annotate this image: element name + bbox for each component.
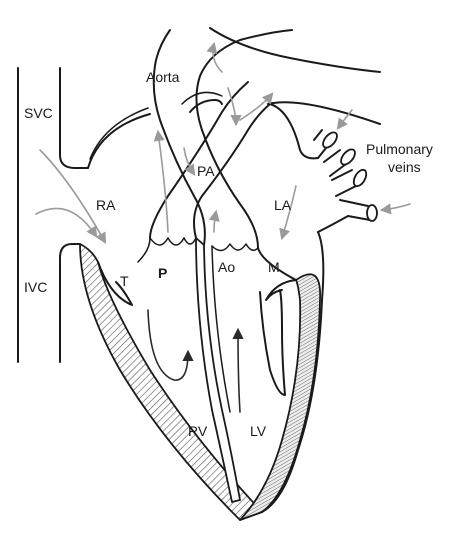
diagram-labels: SVC IVC RA LA RV LV Aorta PA Ao T P M Pu…: [24, 69, 433, 439]
left-atrium: [257, 103, 349, 281]
flow-arrow-pa-left: [153, 129, 169, 233]
mitral-valve: [265, 279, 297, 301]
great-vessel-upper: [209, 27, 381, 73]
pv-3-lower: [335, 185, 357, 197]
aorta-left-wall: [152, 29, 206, 246]
label-lv: LV: [250, 423, 267, 439]
pv-1-lower: [317, 147, 327, 159]
aortic-valve: [211, 243, 259, 252]
label-rv: RV: [188, 423, 208, 439]
aorta-right-wall: [195, 29, 293, 249]
aorta: [152, 29, 293, 252]
label-mitral: M: [268, 259, 280, 275]
pv-1-opening: [322, 131, 338, 149]
pa-right-wall: [193, 103, 271, 239]
flow-arrow-la: [279, 185, 297, 241]
flow-arrow-lv: [232, 327, 244, 413]
la-roof: [269, 103, 319, 160]
flow-arrow-rv: [147, 309, 194, 381]
pv-2-upper: [323, 149, 341, 163]
ra-roof: [87, 113, 151, 169]
pulmonary-artery: [149, 81, 271, 246]
label-pulmonary-veins-line1: Pulmonary: [366, 141, 433, 157]
label-ao: Ao: [218, 259, 235, 275]
pv-2-opening: [340, 148, 356, 166]
label-pulmonary-veins-line2: veins: [388, 159, 421, 175]
flow-arrow-aorta-right: [239, 92, 274, 121]
svc-inner-wall: [59, 67, 89, 169]
right-atrium: [87, 107, 151, 169]
label-aorta: Aorta: [146, 69, 180, 85]
pa-left-wall: [149, 81, 249, 239]
pv-4-lower: [347, 215, 371, 221]
great-vessel-lower: [267, 101, 381, 125]
flow-arrow-ao-root: [208, 209, 220, 233]
flow-arrow-pv-4: [379, 203, 411, 215]
pv-2-lower: [329, 163, 347, 177]
vena-cava: [17, 67, 89, 363]
pulmonary-veins: [313, 129, 378, 222]
flow-arrow-pv-1: [336, 109, 353, 130]
flow-arrow-aorta-up: [206, 41, 223, 73]
flow-arrow-svc: [39, 149, 107, 244]
la-floor: [257, 247, 297, 281]
label-la: LA: [274, 197, 292, 213]
lv-inner-wall: [259, 289, 286, 396]
flow-arrow-pa-right: [227, 87, 242, 127]
rv-inner-line: [137, 237, 151, 263]
label-tricuspid: T: [120, 273, 129, 289]
pv-1-upper: [313, 129, 323, 141]
la-lower-edge: [317, 215, 349, 233]
interventricular-septum: [195, 237, 241, 503]
aorta-arch-inner: [189, 99, 223, 113]
pv-4-upper: [339, 199, 369, 207]
flow-arrow-pa-center: [183, 147, 196, 176]
tricuspid-valve: [97, 261, 133, 306]
pv-3-opening: [352, 168, 368, 188]
pv-4-opening: [366, 204, 378, 222]
flow-arrow-ivc: [35, 207, 98, 238]
pv-3-upper: [331, 169, 353, 181]
lv-outer-edge: [261, 231, 325, 513]
aorta-arch-inner-2: [181, 91, 223, 105]
pulmonary-valve: [149, 237, 197, 246]
label-pulmonary-valve: P: [158, 265, 167, 281]
left-ventricle-wall: [239, 273, 321, 521]
ra-roof-inner: [89, 107, 149, 160]
label-ivc: IVC: [24, 279, 47, 295]
ivc-inner-wall: [59, 243, 81, 363]
septum-inner-line: [211, 245, 231, 413]
label-svc: SVC: [24, 105, 53, 121]
ventricle-flow-arrows: [147, 309, 244, 413]
flow-arrows: [35, 41, 411, 244]
label-ra: RA: [96, 197, 116, 213]
label-pa: PA: [197, 163, 215, 179]
